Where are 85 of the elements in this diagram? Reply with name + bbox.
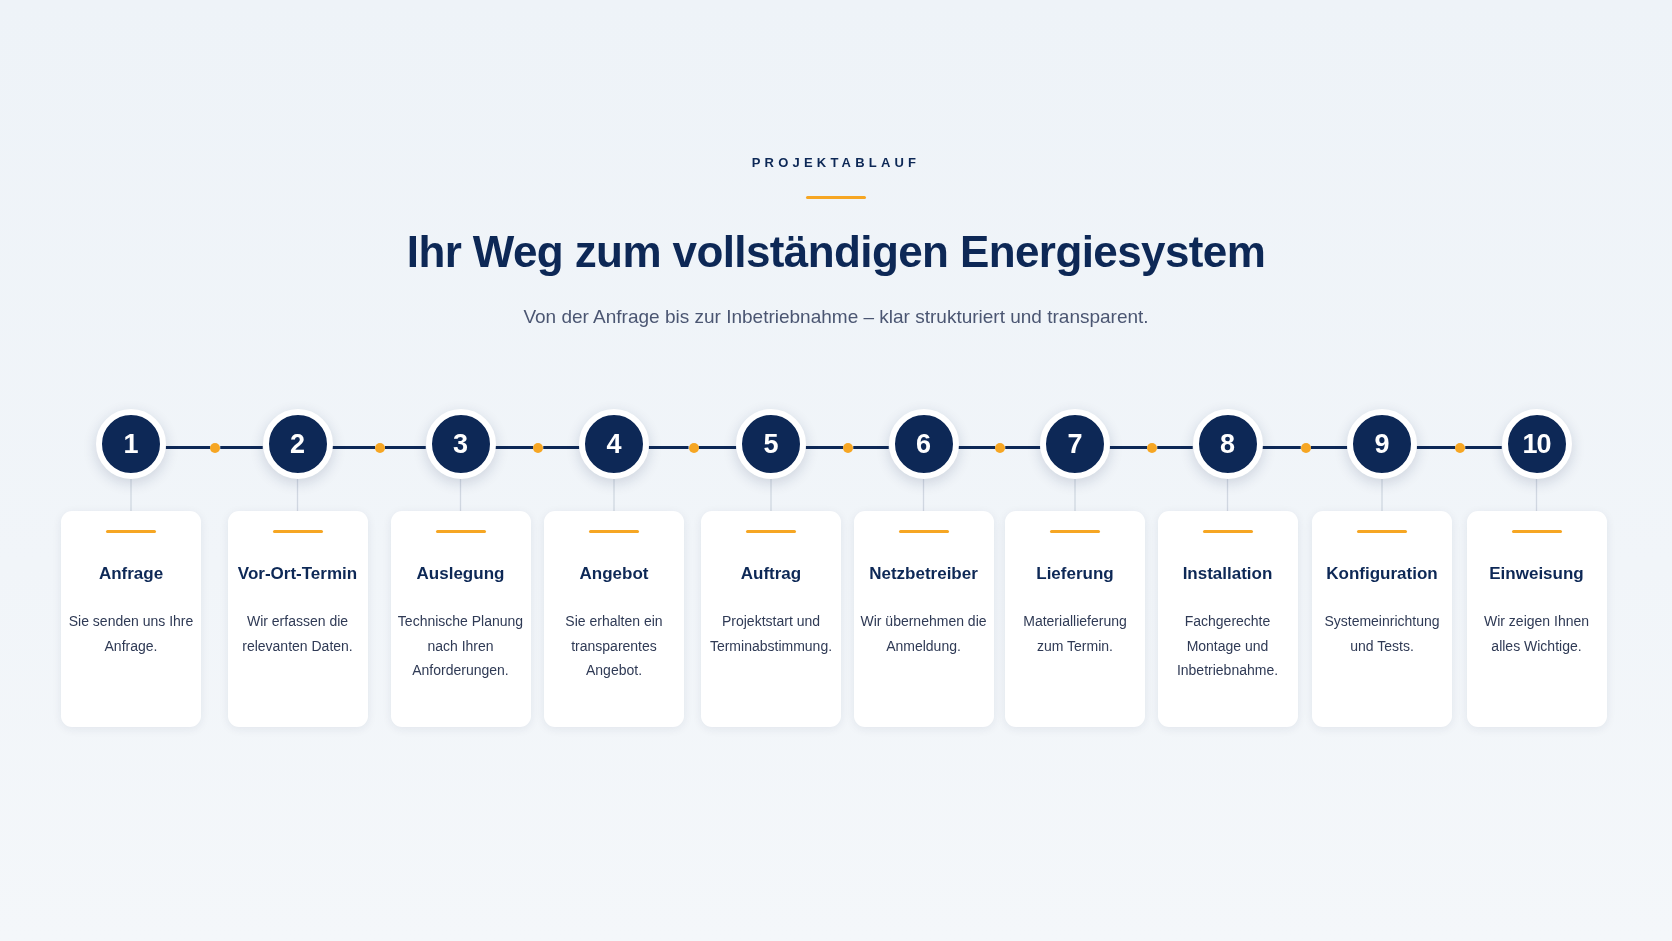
connector-line	[1310, 446, 1348, 449]
step-card	[701, 511, 841, 727]
step-card	[390, 511, 531, 727]
step-circle	[736, 408, 806, 479]
card-heading: Vor-Ort-Termin	[237, 563, 358, 585]
step-card	[1466, 511, 1607, 727]
step-circle	[1501, 408, 1572, 479]
connector-line	[296, 477, 299, 512]
card-description: Projektstart und Terminabstimmung.	[708, 612, 834, 656]
step-circle	[579, 408, 649, 479]
step-circle	[425, 408, 496, 479]
card-description: Wir übernehmen die Anmeldung.	[859, 612, 988, 656]
title: Ihr Weg zum vollständigen Energiesystem	[406, 226, 1266, 278]
junction-dot	[533, 442, 544, 453]
junction-dot	[843, 442, 854, 453]
card-description: Technische Planung nach Ihren Anforderungen.	[396, 612, 525, 680]
card-heading: Konfiguration	[1326, 563, 1438, 585]
connector-line	[165, 446, 211, 449]
step-number: 7	[1067, 428, 1083, 459]
connector-line	[1157, 446, 1193, 449]
connector-line	[922, 477, 925, 512]
junction-dot	[1455, 442, 1466, 453]
junction-dot	[1300, 442, 1311, 453]
connector-line	[1416, 446, 1456, 449]
connector-line	[332, 446, 375, 449]
card-heading: Einweisung	[1489, 563, 1584, 585]
step-circle	[888, 408, 959, 479]
card-description: Sie erhalten ein transparentes Angebot.	[564, 612, 664, 680]
step-circle	[96, 408, 166, 479]
step-card	[544, 511, 684, 727]
connector-line	[543, 446, 580, 449]
connector-line	[1005, 446, 1041, 449]
card-heading: Angebot	[579, 563, 649, 585]
junction-dot	[995, 442, 1006, 453]
step-card	[227, 511, 368, 727]
card-heading: Lieferung	[1036, 563, 1114, 585]
card-description: Materiallieferung zum Termin.	[1022, 612, 1128, 656]
step-number: 10	[1522, 428, 1551, 459]
card-description: Wir zeigen Ihnen alles Wichtige.	[1482, 612, 1591, 656]
connector-line	[1262, 446, 1301, 449]
junction-dot	[1147, 442, 1158, 453]
step-number: 1	[123, 428, 139, 459]
connector-line	[1226, 477, 1229, 512]
connector-line	[805, 446, 844, 449]
card-description: Fachgerechte Montage und Inbetriebnahme.	[1175, 612, 1280, 680]
step-number: 6	[916, 428, 931, 459]
card-description: Wir erfassen die relevanten Daten.	[241, 612, 354, 656]
junction-dot	[375, 442, 385, 453]
junction-dot	[210, 442, 221, 453]
connector-line	[1109, 446, 1148, 449]
step-number: 2	[290, 428, 305, 459]
card-heading: Netzbetreiber	[869, 563, 978, 585]
step-card	[853, 511, 994, 727]
connector-line	[853, 446, 889, 449]
step-circle	[1192, 408, 1263, 479]
card-description: Sie senden uns Ihre Anfrage.	[67, 612, 195, 656]
connector-line	[698, 446, 737, 449]
connector-line	[220, 446, 263, 449]
step-number: 4	[606, 428, 622, 459]
card-heading: Auftrag	[740, 563, 802, 585]
card-description: Systemeinrichtung und Tests.	[1323, 612, 1441, 656]
card-heading: Auslegung	[416, 563, 505, 585]
connector-line	[1535, 477, 1538, 512]
step-card	[61, 511, 201, 727]
junction-dot	[688, 442, 699, 453]
step-number: 9	[1374, 428, 1390, 459]
section-label: PROJEKTABLAUF	[751, 154, 921, 172]
step-number: 5	[763, 428, 779, 459]
step-number: 3	[453, 428, 468, 459]
step-circle	[262, 408, 333, 479]
connector-line	[385, 446, 426, 449]
card-heading: Anfrage	[98, 563, 164, 585]
step-circle	[1040, 408, 1110, 479]
step-circle	[1347, 408, 1417, 479]
step-card	[1312, 511, 1452, 727]
connector-line	[958, 446, 996, 449]
connector-line	[648, 446, 689, 449]
connector-line	[459, 477, 462, 512]
connector-line	[495, 446, 534, 449]
card-heading: Installation	[1182, 563, 1273, 585]
step-card	[1157, 511, 1298, 727]
connector-line	[1465, 446, 1502, 449]
step-number: 8	[1220, 428, 1235, 459]
subtitle: Von der Anfrage bis zur Inbetriebnahme – klar strukturiert und transparent.	[523, 305, 1149, 329]
step-card	[1005, 511, 1145, 727]
